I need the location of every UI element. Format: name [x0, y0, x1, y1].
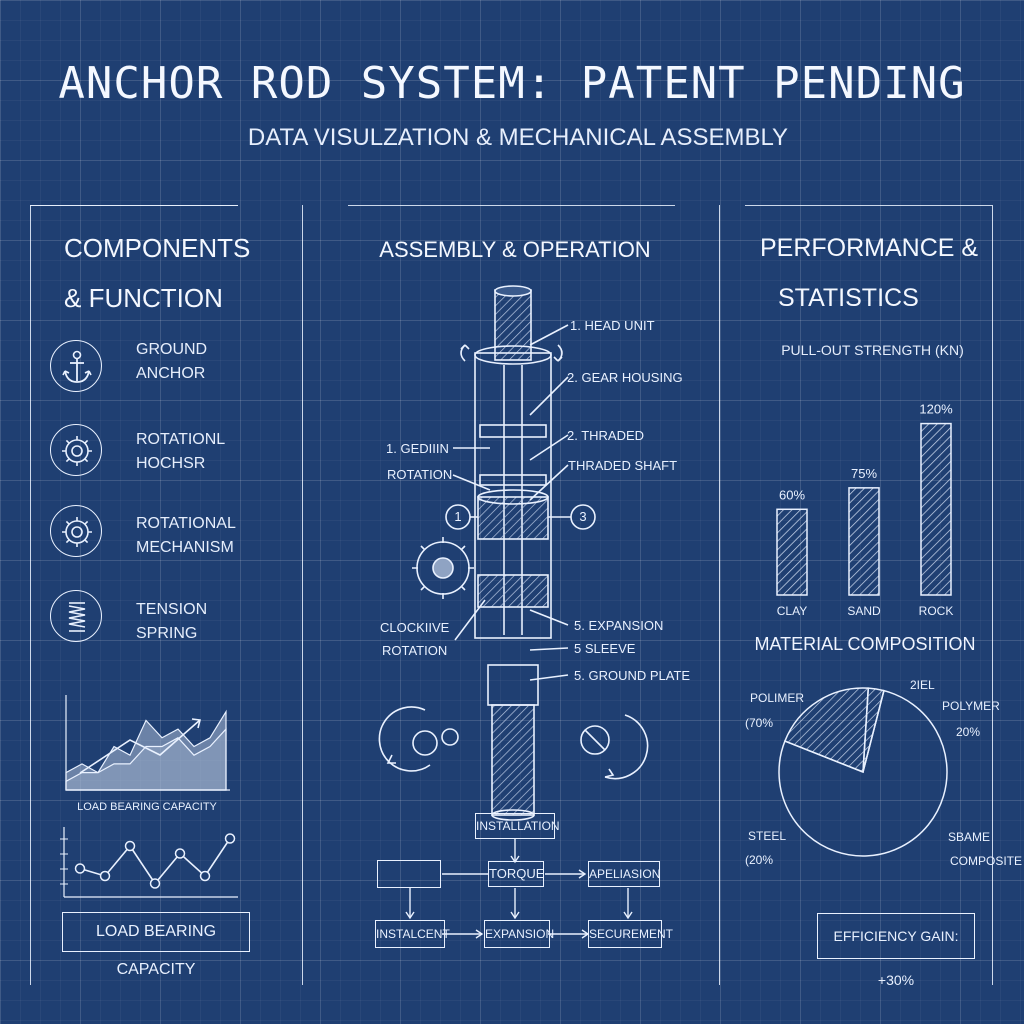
- statistics-heading: PERFORMANCE & STATISTICS: [760, 230, 978, 316]
- center-panel-top-rule: [348, 205, 675, 206]
- load-bearing-capacity-box: LOAD BEARING CAPACITY: [62, 912, 250, 978]
- callout-clockiive: CLOCKIIVE: [380, 620, 450, 635]
- area-series-2: [65, 727, 227, 791]
- callout-rotation: ROTATION: [387, 467, 453, 482]
- flow-empty-step: [377, 860, 441, 888]
- center-right-divider: [719, 205, 720, 985]
- pie-slice-steel: [862, 687, 885, 773]
- component-ground-anchor: GROUND ANCHOR: [136, 338, 207, 386]
- callout-rotation-2: ROTATION: [382, 643, 448, 658]
- line-point: [124, 840, 136, 852]
- marker-1: 1: [454, 509, 462, 524]
- assembly-heading: ASSEMBLY & OPERATION: [379, 237, 651, 262]
- pull-out-strength-bar-chart: 60% CLAY 75% SAND 120% ROCK: [776, 402, 954, 618]
- gear-icon: [50, 424, 102, 476]
- bar-clay: [776, 508, 808, 596]
- trend-arrow: [79, 719, 201, 774]
- pie-label-sbame: SBAME: [948, 830, 991, 844]
- component-label-line2: HOCHSR: [136, 455, 206, 472]
- components-heading-line2: & FUNCTION: [64, 283, 223, 313]
- component-label-line1: GROUND: [136, 341, 208, 358]
- component-label-line2: ANCHOR: [136, 365, 206, 382]
- pie-label-70: (70%: [745, 716, 774, 730]
- callout-threaded-shaft: THRADED SHAFT: [568, 458, 678, 473]
- line-point: [149, 878, 161, 889]
- flow-apeliasion: APELIASION: [588, 861, 660, 887]
- trend-arrow-head: [191, 718, 201, 729]
- anchor-icon: [50, 340, 102, 392]
- pie-label-20b: (20%: [745, 853, 774, 867]
- component-rotational-hochsr: ROTATIONL HOCHSR: [136, 428, 225, 476]
- bar-chart-title: PULL-OUT STRENGTH (KN): [781, 342, 964, 358]
- component-tension-spring: TENSION SPRING: [136, 598, 207, 646]
- bar-category-label: ROCK: [919, 604, 954, 618]
- callout-sleeve: 5 SLEEVE: [574, 641, 636, 656]
- bar-data-label: 75%: [851, 466, 877, 481]
- flow-securement: SECUREMENT: [588, 920, 673, 948]
- components-heading: COMPONENTS & FUNCTION: [64, 230, 250, 316]
- line-point: [74, 863, 86, 874]
- pie-slice-polymer: [778, 689, 948, 857]
- flow-torque: TORQUE: [488, 861, 544, 887]
- line-point: [199, 870, 211, 882]
- pie-label-steel: STEEL: [748, 829, 787, 843]
- material-composition-pie-chart: [778, 687, 948, 857]
- left-divider: [302, 205, 303, 985]
- statistics-heading-line1: PERFORMANCE &: [760, 234, 979, 262]
- process-flow-connectors: [405, 838, 633, 939]
- callout-expansion: 5. EXPANSION: [574, 618, 664, 633]
- component-label-line2: MECHANISM: [136, 539, 234, 556]
- bar-sand: [848, 487, 880, 596]
- anchor-rod-assembly-drawing: [378, 285, 649, 821]
- marker-3: 3: [579, 509, 587, 524]
- page-subtitle: DATA VISULZATION & MECHANICAL ASSEMBLY: [247, 124, 789, 151]
- area-series-1: [65, 709, 227, 791]
- component-rotational-mechanism: ROTATIONAL MECHANISM: [136, 512, 236, 560]
- bar-data-label: 120%: [919, 402, 953, 417]
- pie-label-polymer: POLYMER: [942, 699, 1000, 713]
- flow-instalcent: INSTALCENT: [375, 920, 450, 948]
- callout-gediiin: 1. GEDIIIN: [386, 441, 449, 456]
- bar-rock: [920, 422, 952, 596]
- page-title: ANCHOR ROD SYSTEM: PATENT PENDING: [58, 58, 966, 109]
- pie-label-20: 20%: [956, 725, 981, 739]
- bar-data-label: 60%: [779, 487, 805, 502]
- statistics-heading-line2: STATISTICS: [778, 284, 919, 312]
- component-label-line2: SPRING: [136, 625, 198, 642]
- spring-icon: [50, 590, 102, 642]
- line-point: [174, 848, 186, 859]
- component-label-line1: TENSION: [136, 601, 208, 618]
- statistics-panel: [745, 205, 993, 985]
- components-heading-line1: COMPONENTS: [64, 233, 251, 263]
- pie-label-composite: COMPOSITE: [950, 854, 1023, 868]
- pie-chart-title: MATERIAL COMPOSITION: [754, 634, 976, 654]
- line-point: [99, 870, 111, 882]
- flow-expansion: EXPANSION: [484, 920, 554, 948]
- components-panel-top-rule: [30, 205, 238, 206]
- load-capacity-line-chart: [60, 827, 238, 898]
- callout-head-unit: 1. HEAD UNIT: [570, 318, 655, 333]
- line-point: [224, 833, 236, 844]
- flow-installation: INSTALLATION: [475, 813, 560, 839]
- callout-ground-plate: 5. GROUND PLATE: [574, 668, 691, 683]
- callout-thraded: 2. THRADED: [567, 428, 645, 443]
- pie-label-2iel: 2IEL: [910, 678, 935, 692]
- component-label-line1: ROTATIONAL: [136, 515, 236, 532]
- pie-label-polimer: POLIMER: [750, 691, 805, 705]
- bar-category-label: SAND: [847, 604, 881, 618]
- pie-slice-composite: [783, 687, 870, 774]
- efficiency-gain-box: EFFICIENCY GAIN: +30%: [817, 913, 975, 988]
- callout-gear-housing: 2. GEAR HOUSING: [567, 370, 683, 385]
- area-chart-label: LOAD BEARING CAPACITY: [77, 801, 217, 813]
- component-label-line1: ROTATIONL: [136, 431, 226, 448]
- load-capacity-area-chart: [65, 695, 230, 791]
- bar-category-label: CLAY: [777, 604, 807, 618]
- gear-icon: [50, 505, 102, 557]
